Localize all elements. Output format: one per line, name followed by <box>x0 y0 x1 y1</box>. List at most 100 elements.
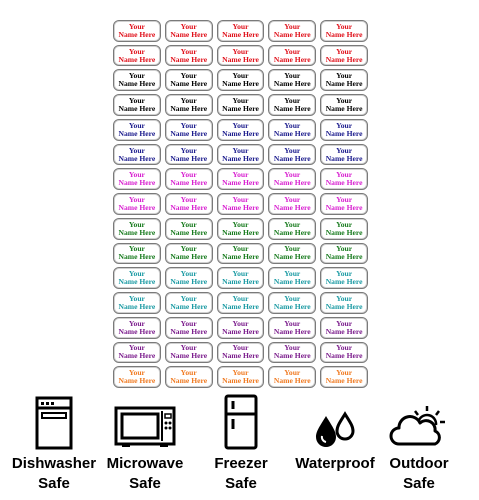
label-line-your: Your <box>180 96 197 106</box>
label-line-your: Your <box>336 368 353 378</box>
label-line-your: Your <box>284 21 301 31</box>
label-line-your: Your <box>284 46 301 56</box>
label-line-name-here: Name Here <box>222 104 259 114</box>
label-line-your: Your <box>128 120 145 130</box>
label-line-name-here: Name Here <box>118 54 156 64</box>
label-line-your: Your <box>336 71 353 81</box>
label-line-name-here: Name Here <box>325 326 363 336</box>
label-line-name-here: Name Here <box>273 227 311 237</box>
label-line-name-here: Name Here <box>118 178 156 188</box>
label-line-name-here: Name Here <box>325 79 363 89</box>
label-line-name-here: Name Here <box>273 54 311 64</box>
label-line-your: Your <box>336 318 353 328</box>
label-line-name-here: Name Here <box>222 277 259 287</box>
label-line-your: Your <box>232 96 249 106</box>
label-line-name-here: Name Here <box>222 252 259 262</box>
label-line-your: Your <box>128 46 145 56</box>
label-line-your: Your <box>128 96 145 106</box>
label-line-your: Your <box>128 343 145 353</box>
label-line-your: Your <box>336 46 353 56</box>
label-line-your: Your <box>284 244 301 254</box>
label-line-name-here: Name Here <box>118 79 156 89</box>
label-line-name-here: Name Here <box>170 376 208 386</box>
label-line-name-here: Name Here <box>222 376 259 386</box>
dishwasher-icon <box>35 396 73 450</box>
label-line-your: Your <box>232 145 249 155</box>
label-line-your: Your <box>128 195 145 205</box>
label-line-name-here: Name Here <box>273 128 311 138</box>
label-line-name-here: Name Here <box>325 351 363 361</box>
label-line-name-here: Name Here <box>118 104 156 114</box>
label-line-your: Your <box>284 219 301 229</box>
label-line-your: Your <box>284 96 301 106</box>
label-line-your: Your <box>180 219 197 229</box>
label-line-name-here: Name Here <box>222 54 259 64</box>
label-line-name-here: Name Here <box>118 29 156 39</box>
label-line-your: Your <box>336 343 353 353</box>
label-line-your: Your <box>180 170 197 180</box>
label-line-name-here: Name Here <box>222 29 259 39</box>
label-line-your: Your <box>284 120 301 130</box>
label-line-your: Your <box>128 145 145 155</box>
label-line-your: Your <box>128 219 145 229</box>
label-line-name-here: Name Here <box>222 178 259 188</box>
label-line-name-here: Name Here <box>170 252 208 262</box>
label-line-your: Your <box>336 21 353 31</box>
label-line-your: Your <box>336 293 353 303</box>
feature-line2: Safe <box>225 474 257 492</box>
label-line-your: Your <box>180 269 197 279</box>
label-line-name-here: Name Here <box>273 153 311 163</box>
label-line-your: Your <box>284 368 301 378</box>
label-line-name-here: Name Here <box>170 202 208 212</box>
label-line-your: Your <box>232 71 249 81</box>
label-line-your: Your <box>128 170 145 180</box>
feature-line1: Waterproof <box>295 455 375 472</box>
label-line-name-here: Name Here <box>118 376 156 386</box>
label-line-name-here: Name Here <box>170 79 208 89</box>
label-line-name-here: Name Here <box>273 178 311 188</box>
label-line-your: Your <box>128 71 145 81</box>
label-line-your: Your <box>180 293 197 303</box>
label-line-your: Your <box>180 71 197 81</box>
